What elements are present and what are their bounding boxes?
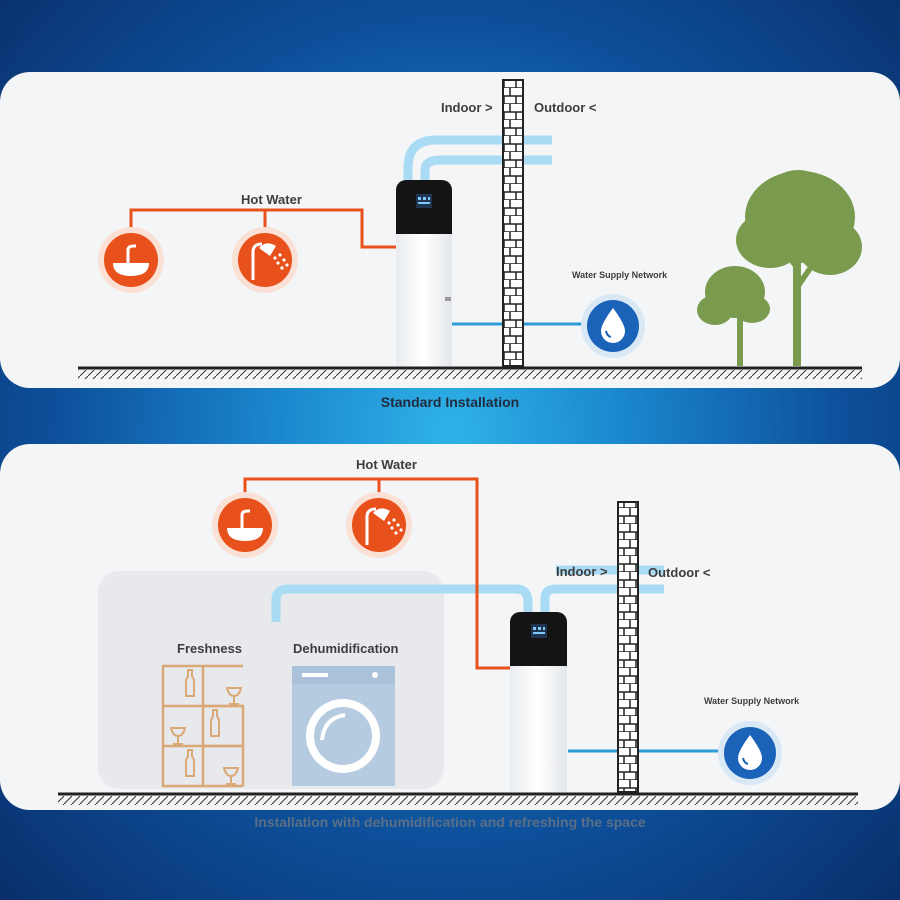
water-supply-label: Water Supply Network [572, 270, 668, 280]
ground-line [58, 792, 858, 805]
wine-shelf-icon [161, 664, 245, 788]
standard-installation-panel: Hot Water Indoor > Outdoor < Water Suppl… [0, 72, 900, 388]
dehumidification-label: Dehumidification [293, 641, 399, 656]
sink-icon [212, 492, 278, 558]
shower-icon [346, 492, 412, 558]
water-supply-label: Water Supply Network [704, 696, 800, 706]
water-drop-icon [581, 294, 645, 358]
outdoor-label: Outdoor < [534, 100, 597, 115]
dehumidification-installation-caption: Installation with dehumidification and r… [254, 814, 646, 830]
hot-water-label: Hot Water [356, 457, 417, 472]
water-drop-icon [718, 721, 782, 785]
air-duct [403, 135, 552, 180]
dehumidification-installation-panel: Hot Water Indoor > Outdoor < Water Suppl… [0, 444, 900, 810]
shower-icon [232, 227, 298, 293]
sink-icon [98, 227, 164, 293]
washing-machine-icon [292, 666, 395, 786]
heat-pump-tank-icon [396, 180, 452, 366]
standard-installation-diagram [78, 79, 862, 379]
standard-installation-caption: Standard Installation [380, 394, 520, 410]
hot-water-label: Hot Water [241, 192, 302, 207]
air-duct [271, 565, 664, 622]
dehumidification-installation-diagram [58, 477, 858, 805]
ground-line [78, 366, 862, 379]
indoor-label: Indoor > [441, 100, 493, 115]
tree-icon [697, 170, 862, 366]
heat-pump-tank-icon [510, 612, 567, 792]
hot-water-pipe [243, 477, 510, 670]
brick-wall-icon [502, 79, 524, 367]
brick-wall-icon [617, 501, 639, 793]
freshness-label: Freshness [177, 641, 243, 656]
indoor-label: Indoor > [556, 564, 608, 579]
outdoor-label: Outdoor < [648, 565, 711, 580]
